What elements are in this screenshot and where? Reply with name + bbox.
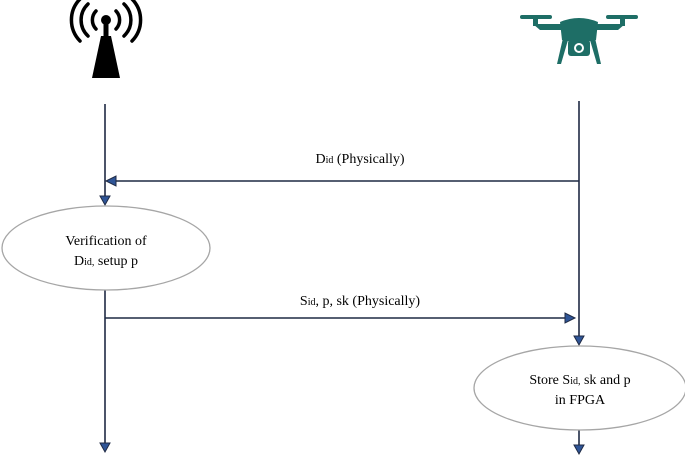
store-process-line-2: in FPGA xyxy=(555,393,606,408)
verification-process xyxy=(1,205,211,291)
server-lifeline-bottom-arrowhead xyxy=(99,442,111,454)
message-1-label: Did (Physically) xyxy=(315,152,404,167)
drone-camera-icon xyxy=(520,15,638,64)
server-lifeline-top-arrowhead xyxy=(99,195,111,207)
store-process xyxy=(473,345,685,431)
drone-lifeline-bottom-arrowhead xyxy=(573,444,585,456)
store-process-line-1: Store Sid, sk and p xyxy=(529,373,630,388)
message-2-arrowhead xyxy=(564,312,577,324)
drone-lifeline-top-arrowhead xyxy=(573,335,585,347)
verification-process-line-2: Did, setup p xyxy=(74,254,138,269)
verification-process-line-1: Verification of xyxy=(65,234,147,249)
message-1-arrowhead xyxy=(104,175,117,187)
radio-tower-icon xyxy=(69,0,143,78)
message-2-label: Sid, p, sk (Physically) xyxy=(300,294,421,309)
